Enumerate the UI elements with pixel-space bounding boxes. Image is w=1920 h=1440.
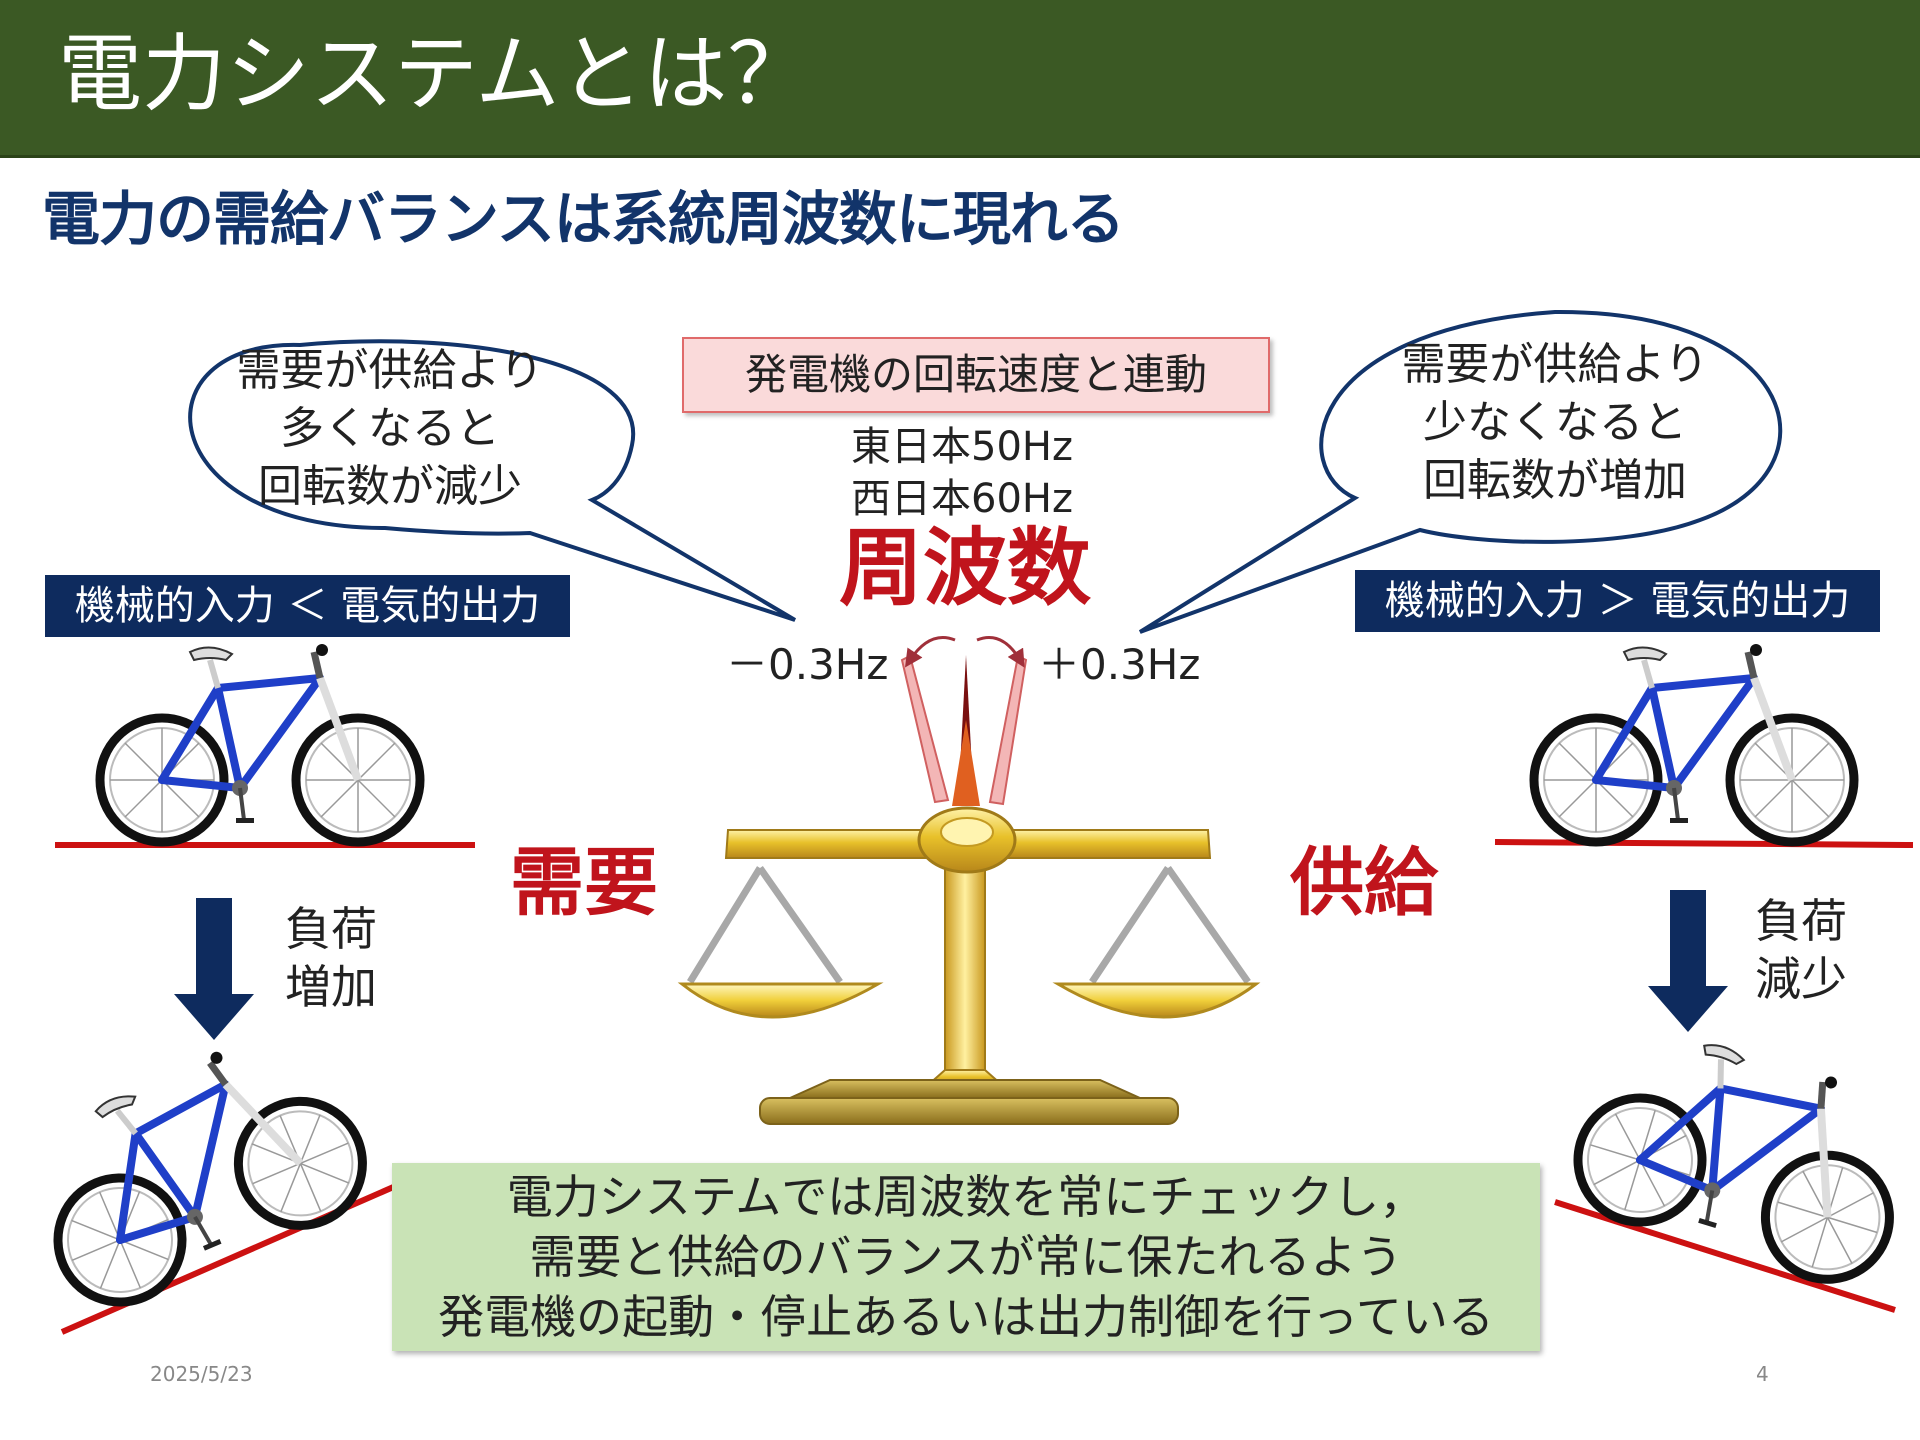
bicycle-flat-left: [100, 644, 420, 842]
bubble-left-line: 需要が供給より: [236, 345, 544, 396]
load-increase-line: 負荷: [285, 902, 377, 956]
frequency-needle: [900, 654, 1028, 806]
speech-bubble-right: [1138, 309, 1783, 634]
footer-date: 2025/5/23: [150, 1362, 253, 1386]
slide-title: 電力システムとは？: [58, 25, 812, 123]
frequency-label: 周波数: [838, 519, 1091, 617]
bubble-right-text: 需要が供給より 少なくなると 回転数が増加: [1290, 336, 1820, 510]
load-decrease-line: 減少: [1755, 952, 1847, 1006]
bicycle-flat-right: [1534, 644, 1854, 842]
page-number: 4: [1756, 1362, 1769, 1386]
supply-label: 供給: [1290, 840, 1438, 926]
title-bar: [0, 0, 1920, 158]
bicycle-downhill: [1563, 1012, 1920, 1295]
condition-right: 機械的入力 ＞ 電気的出力: [1355, 570, 1880, 632]
linked-rotation-label: 発電機の回転速度と連動: [682, 337, 1270, 413]
load-increase-label: 負荷 増加: [285, 900, 377, 1016]
east-japan-frequency: 東日本50Hz: [851, 424, 1073, 470]
arrow-down-left: [174, 898, 254, 1040]
bubble-right-line: 需要が供給より: [1401, 339, 1709, 390]
load-decrease-label: 負荷 減少: [1755, 892, 1847, 1008]
bubble-right-line: 回転数が増加: [1423, 455, 1687, 506]
bubble-left-line: 多くなると: [280, 403, 500, 454]
demand-label: 需要: [510, 840, 658, 926]
summary-note: 電力システムでは周波数を常にチェックし， 需要と供給のバランスが常に保たれるよう…: [392, 1163, 1540, 1351]
flat-road-right: [1494, 839, 1914, 848]
downhill-road: [1554, 1199, 1896, 1313]
summary-note-line: 発電機の起動・停止あるいは出力制御を行っている: [438, 1290, 1494, 1344]
summary-note-line: 需要と供給のバランスが常に保たれるよう: [529, 1230, 1403, 1284]
bubble-left-text: 需要が供給より 多くなると 回転数が減少: [150, 342, 630, 516]
bubble-left-line: 回転数が減少: [258, 461, 522, 512]
deviation-plus: ＋0.3Hz: [1038, 640, 1201, 689]
deviation-minus: －0.3Hz: [726, 640, 889, 689]
arrow-down-right: [1648, 890, 1728, 1032]
load-increase-line: 増加: [285, 960, 377, 1014]
summary-note-line: 電力システムでは周波数を常にチェックし，: [506, 1170, 1426, 1224]
bubble-right-line: 少なくなると: [1423, 397, 1687, 448]
condition-left: 機械的入力 ＜ 電気的出力: [45, 575, 570, 637]
deviation-arrows: [905, 636, 1025, 668]
speech-bubble-left: [188, 339, 797, 622]
load-decrease-line: 負荷: [1755, 894, 1847, 948]
west-japan-frequency: 西日本60Hz: [851, 476, 1073, 522]
slide-subtitle: 電力の需給バランスは系統周波数に現れる: [42, 185, 1125, 253]
balance-scale: [677, 806, 1261, 1125]
